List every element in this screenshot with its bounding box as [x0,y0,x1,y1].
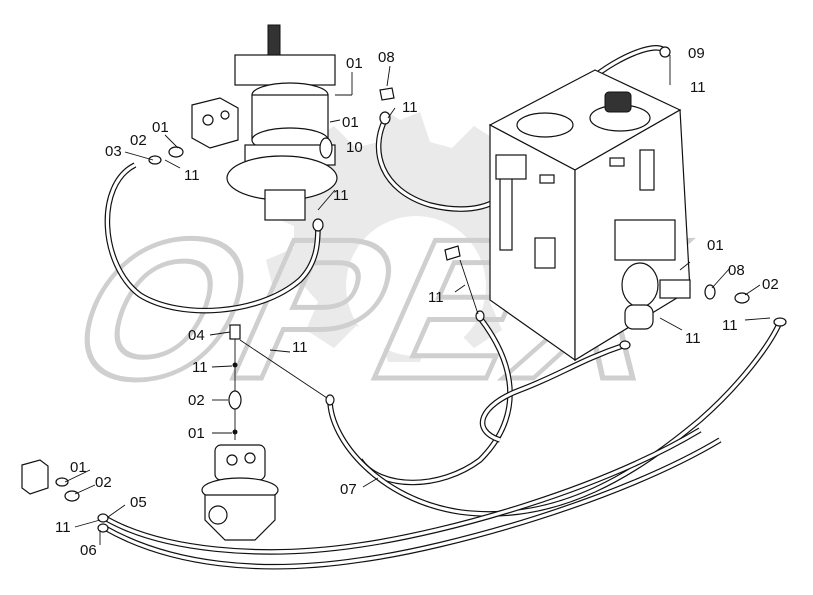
callout-02-col: 02 [188,392,205,409]
fitting-column [228,324,331,440]
callout-03: 03 [105,143,122,160]
callout-01-valve: 01 [152,119,169,136]
rotary-top [214,444,266,481]
motor-top-plate [234,54,336,86]
filler-cap [604,91,632,113]
rotary-port [208,505,228,525]
fitting-02-left [168,146,184,158]
fitting-03 [148,155,162,165]
callout-01-bl: 01 [70,459,87,476]
callout-08-right: 08 [728,262,745,279]
callout-11-center: 11 [428,289,444,306]
leader-lines [64,55,771,545]
callout-09: 09 [688,45,705,62]
callout-11-right: 11 [722,317,738,334]
tank-port-block [495,154,527,180]
callout-11-motor: 11 [333,187,349,204]
filter-bracket [659,279,691,299]
valve-block-left [148,97,239,165]
callout-10: 10 [346,139,363,156]
callout-01-right: 01 [707,237,724,254]
small-fittings [312,46,787,406]
tank-bolt-1 [609,157,625,167]
tank-bolt-2 [539,174,555,184]
callout-01-col: 01 [188,425,205,442]
sight-glass [639,149,655,191]
fitting-02-col [228,390,242,410]
callout-11-tr: 11 [690,79,706,96]
motor-spigot [264,189,306,221]
callout-01-top: 01 [346,55,363,72]
callout-06: 06 [80,542,97,559]
swing-motor [226,24,338,221]
hydraulic-tank [488,69,691,362]
filter-body [621,262,659,308]
callout-04: 04 [188,327,205,344]
callout-11-top: 11 [402,99,418,116]
callout-11-right2: 11 [685,330,701,347]
callout-07: 07 [340,481,357,498]
tank-bracket [534,237,556,269]
callout-11-bl: 11 [55,519,71,536]
callout-11-col: 11 [192,359,208,376]
callout-11-valve: 11 [184,167,200,184]
fitting-04 [229,324,241,340]
callout-05: 05 [130,494,147,511]
fitting-10 [319,137,333,159]
motor-shaft [267,24,281,56]
callout-01-mid: 01 [342,114,359,131]
callout-02-valve: 02 [130,132,147,149]
rotary-joint [201,444,279,541]
callout-08-top: 08 [378,49,395,66]
right-valve-block [614,219,676,261]
tank-lid-left [516,112,574,138]
callouts: 01 08 01 11 10 11 01 02 03 11 09 11 01 0… [55,45,779,559]
callout-11-col2: 11 [292,339,308,356]
filter-bowl [624,304,654,330]
callout-02-bl: 02 [95,474,112,491]
callout-02-right: 02 [762,276,779,293]
hose-group [103,45,783,570]
